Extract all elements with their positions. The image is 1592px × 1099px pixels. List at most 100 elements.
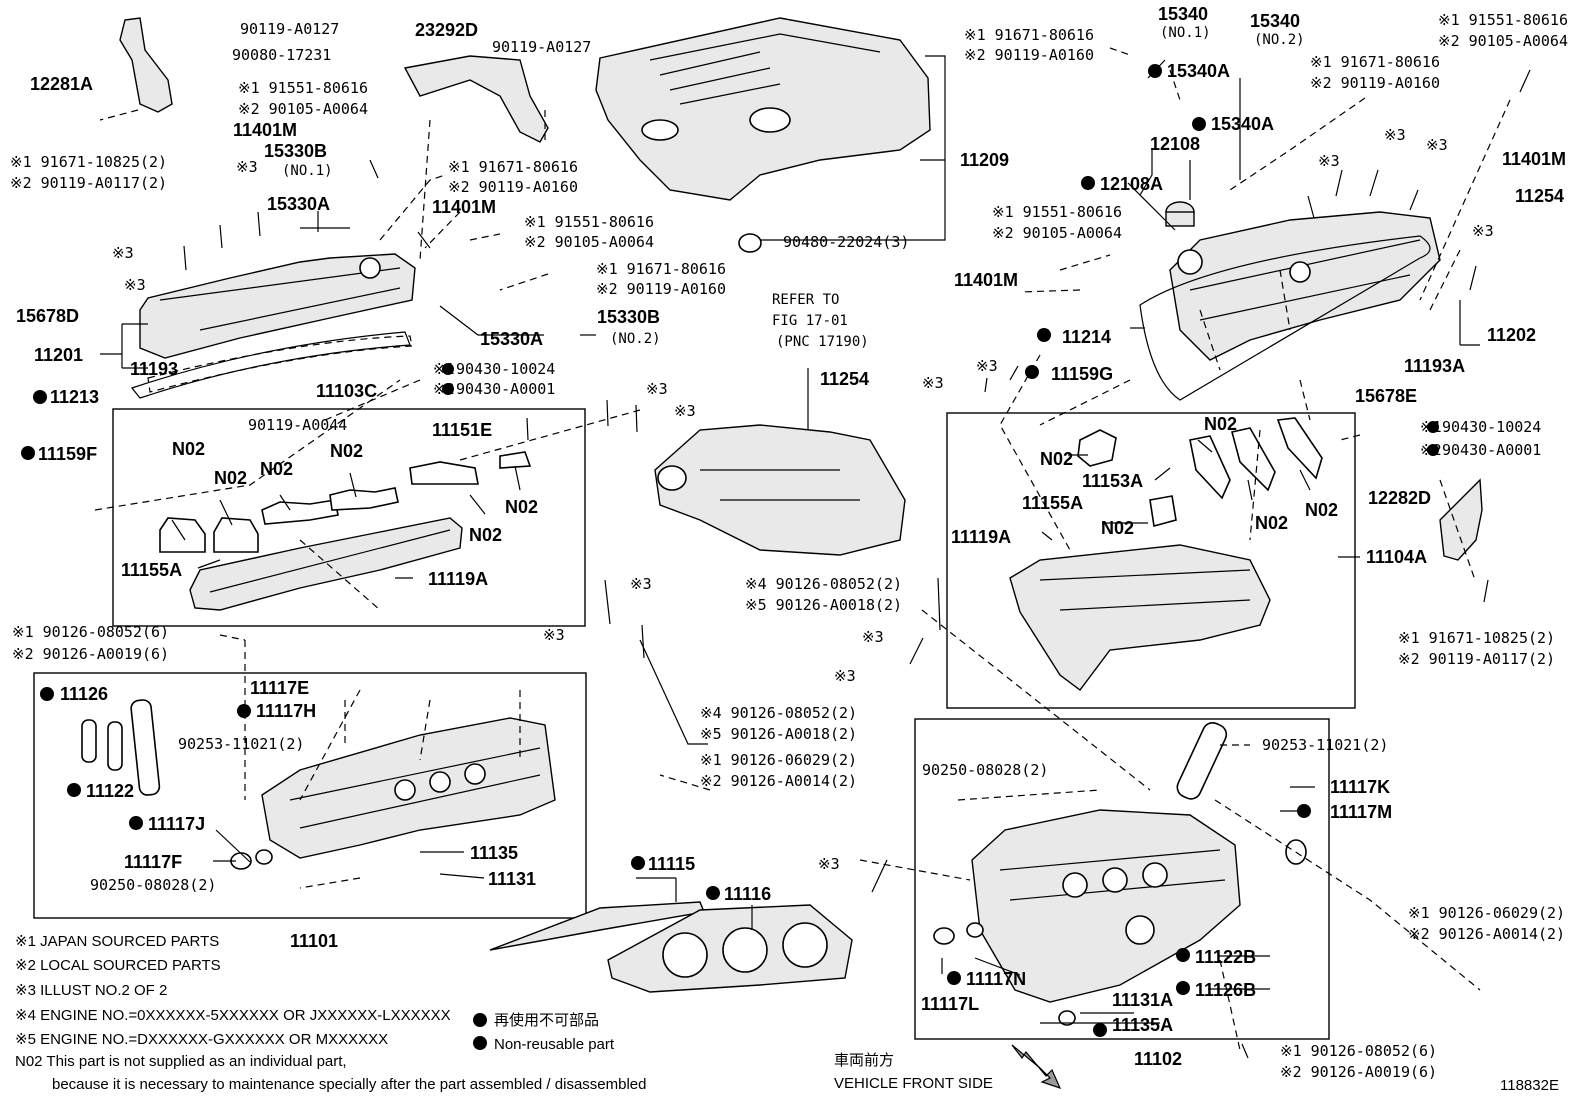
label-90119-2b[interactable]: ※2 90119-A0160 <box>448 178 578 196</box>
label-11214[interactable]: 11214 <box>1062 327 1111 347</box>
label-11119A-b[interactable]: 11119A <box>951 527 1011 547</box>
label-91551-1c[interactable]: ※1 91551-80616 <box>1438 11 1568 29</box>
label-90119-2f[interactable]: ※2 90119-A0117(2) <box>1398 650 1555 668</box>
label-12108[interactable]: 12108 <box>1150 134 1200 154</box>
label-15330B-b[interactable]: 15330B <box>597 307 660 327</box>
label-90080-17231[interactable]: 90080-17231 <box>232 46 331 64</box>
label-11401M-c[interactable]: 11401M <box>1502 149 1566 169</box>
label-90105-2a[interactable]: ※2 90105-A0064 <box>238 100 368 118</box>
label-11159G[interactable]: 11159G <box>1051 364 1113 384</box>
label-refer-2[interactable]: FIG 17-01 <box>772 313 848 329</box>
label-11101[interactable]: 11101 <box>290 931 338 951</box>
label-11131[interactable]: 11131 <box>488 869 536 889</box>
label-11126[interactable]: 11126 <box>60 684 108 704</box>
label-15678E[interactable]: 15678E <box>1355 386 1417 406</box>
label-90105-2c[interactable]: ※2 90105-A0064 <box>1438 32 1568 50</box>
label-90126-2a[interactable]: ※2 90126-A0019(6) <box>12 645 169 663</box>
label-11116[interactable]: 11116 <box>724 884 771 904</box>
label-11117L[interactable]: 11117L <box>921 994 979 1014</box>
label-15330A-a[interactable]: 15330A <box>267 194 330 214</box>
label-91671-1b[interactable]: ※1 91671-80616 <box>448 158 578 176</box>
label-12281A[interactable]: 12281A <box>30 74 93 94</box>
label-11202[interactable]: 11202 <box>1487 325 1536 345</box>
label-23292D[interactable]: 23292D <box>415 20 478 40</box>
label-11103C[interactable]: 11103C <box>316 381 377 401</box>
label-11401M-b[interactable]: 11401M <box>432 197 496 217</box>
label-90119-A0127[interactable]: 90119-A0127 <box>240 20 339 38</box>
label-11102[interactable]: 11102 <box>1134 1049 1182 1069</box>
label-90126-1b[interactable]: ※1 90126-06029(2) <box>700 751 857 769</box>
label-91671-1f[interactable]: ※1 91671-10825(2) <box>1398 629 1555 647</box>
label-90105-2b[interactable]: ※2 90105-A0064 <box>524 233 654 251</box>
label-11115[interactable]: 11115 <box>648 854 695 874</box>
label-90253-a[interactable]: 90253-11021(2) <box>178 735 304 753</box>
label-90119-A0127-b[interactable]: 90119-A0127 <box>492 38 591 56</box>
label-11104A[interactable]: 11104A <box>1366 547 1427 567</box>
label-15330B[interactable]: 15330B <box>264 141 327 161</box>
label-90126-2c[interactable]: ※2 90126-A0014(2) <box>1408 925 1565 943</box>
label-90250-a[interactable]: 90250-08028(2) <box>90 876 216 894</box>
label-11117J[interactable]: 11117J <box>148 814 205 834</box>
label-90119-2e[interactable]: ※2 90119-A0160 <box>1310 74 1440 92</box>
label-11135A[interactable]: 11135A <box>1112 1015 1173 1035</box>
label-15340A-a[interactable]: 15340A <box>1167 61 1230 81</box>
label-15340-2[interactable]: 15340 <box>1250 11 1300 31</box>
label-91671-1e[interactable]: ※1 91671-80616 <box>1310 53 1440 71</box>
label-91551-1d[interactable]: ※1 91551-80616 <box>992 203 1122 221</box>
label-11131A[interactable]: 11131A <box>1112 990 1173 1010</box>
label-11209[interactable]: 11209 <box>960 150 1009 170</box>
label-90126-1a[interactable]: ※1 90126-08052(6) <box>12 623 169 641</box>
label-91551-1a[interactable]: ※1 91551-80616 <box>238 79 368 97</box>
label-90119-2d[interactable]: ※2 90119-A0160 <box>964 46 1094 64</box>
label-11155A-b[interactable]: 11155A <box>1022 493 1083 513</box>
label-11159F[interactable]: 11159F <box>38 444 97 464</box>
label-91671-1d[interactable]: ※1 91671-80616 <box>964 26 1094 44</box>
label-11254-a[interactable]: 11254 <box>820 369 869 389</box>
label-12108A[interactable]: 12108A <box>1100 174 1163 194</box>
label-90126-2b[interactable]: ※2 90126-A0014(2) <box>700 772 857 790</box>
label-11151E[interactable]: 11151E <box>432 420 492 440</box>
label-11401M-a[interactable]: 11401M <box>233 120 297 140</box>
label-11126B[interactable]: 11126B <box>1195 980 1256 1000</box>
label-11193[interactable]: 11193 <box>130 359 178 379</box>
label-90253-b[interactable]: 90253-11021(2) <box>1262 736 1388 754</box>
label-90119-2a[interactable]: ※2 90119-A0117(2) <box>10 174 167 192</box>
label-15330A-b[interactable]: 15330A <box>480 329 543 349</box>
label-11117E[interactable]: 11117E <box>250 678 309 698</box>
label-90119-2c[interactable]: ※2 90119-A0160 <box>596 280 726 298</box>
label-11153A[interactable]: 11153A <box>1082 471 1143 491</box>
label-90430-A0001-b[interactable]: 90430-A0001 <box>1442 441 1541 459</box>
label-90126-5a[interactable]: ※5 90126-A0018(2) <box>700 725 857 743</box>
label-90126-4a[interactable]: ※4 90126-08052(2) <box>700 704 857 722</box>
label-11135[interactable]: 11135 <box>470 843 518 863</box>
label-11155A-a[interactable]: 11155A <box>121 560 182 580</box>
label-11117H[interactable]: 11117H <box>256 701 316 721</box>
label-15340A-b[interactable]: 15340A <box>1211 114 1274 134</box>
label-11117F[interactable]: 11117F <box>124 852 182 872</box>
label-11193A[interactable]: 11193A <box>1404 356 1465 376</box>
label-91671-1c[interactable]: ※1 91671-80616 <box>596 260 726 278</box>
label-12282D[interactable]: 12282D <box>1368 488 1431 508</box>
label-90126-1d[interactable]: ※1 90126-08052(6) <box>1280 1042 1437 1060</box>
label-90430-A0001-a[interactable]: 90430-A0001 <box>456 380 555 398</box>
label-90105-2d[interactable]: ※2 90105-A0064 <box>992 224 1122 242</box>
label-11119A-a[interactable]: 11119A <box>428 569 488 589</box>
label-11122B[interactable]: 11122B <box>1195 947 1256 967</box>
label-15340-1[interactable]: 15340 <box>1158 4 1208 24</box>
label-90126-4b[interactable]: ※4 90126-08052(2) <box>745 575 902 593</box>
label-11201[interactable]: 11201 <box>34 345 83 365</box>
label-90119-A0044[interactable]: 90119-A0044 <box>248 416 347 434</box>
label-90480[interactable]: 90480-22024(3) <box>783 233 909 251</box>
label-11117M[interactable]: 11117M <box>1330 802 1392 822</box>
label-11254-b[interactable]: 11254 <box>1515 186 1564 206</box>
label-90430-10024-b[interactable]: 90430-10024 <box>1442 418 1541 436</box>
label-90126-2d[interactable]: ※2 90126-A0019(6) <box>1280 1063 1437 1081</box>
label-11117K[interactable]: 11117K <box>1330 777 1390 797</box>
label-11117N[interactable]: 11117N <box>966 969 1026 989</box>
label-91671-1a[interactable]: ※1 91671-10825(2) <box>10 153 167 171</box>
label-90126-5b[interactable]: ※5 90126-A0018(2) <box>745 596 902 614</box>
label-90430-10024-a[interactable]: 90430-10024 <box>456 360 555 378</box>
label-90250-b[interactable]: 90250-08028(2) <box>922 761 1048 779</box>
label-91551-1b[interactable]: ※1 91551-80616 <box>524 213 654 231</box>
label-15678D[interactable]: 15678D <box>16 306 79 326</box>
